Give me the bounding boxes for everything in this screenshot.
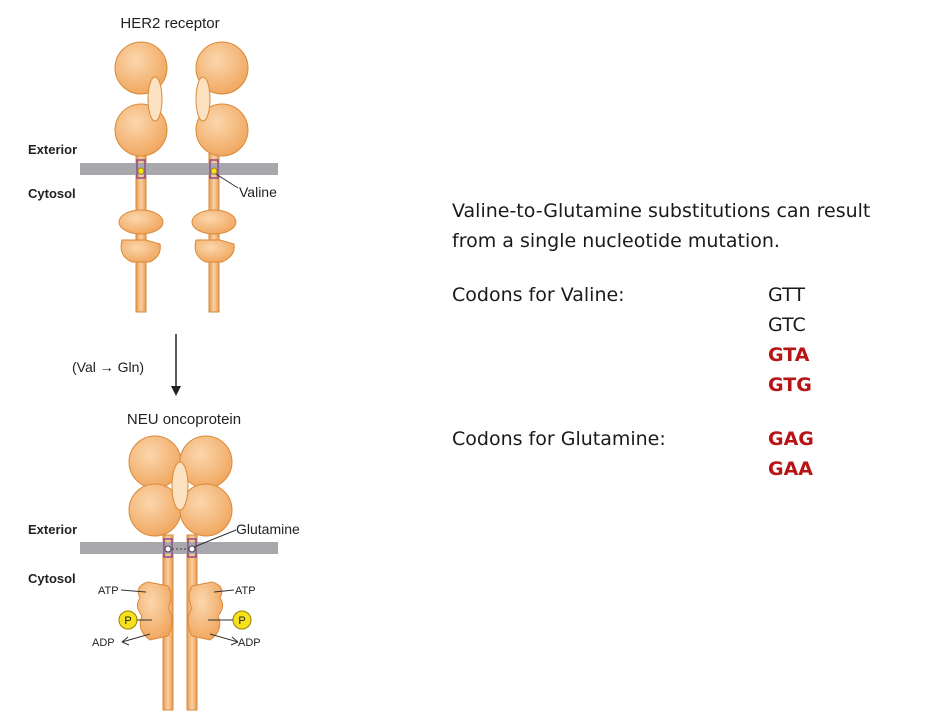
membrane-bottom — [80, 542, 278, 554]
explanation-panel: Valine-to-Glutamine substitutions can re… — [452, 196, 932, 484]
glutamine-residue-left — [164, 545, 172, 553]
tm-segment-left — [136, 159, 146, 179]
glutamine-codons-label: Codons for Glutamine: — [452, 428, 666, 450]
exterior-label-top: Exterior — [28, 142, 77, 157]
adp-label-left: ADP — [92, 637, 115, 649]
valine-codon-list: GTT GTC GTA GTG — [768, 280, 932, 400]
atp-pointer-right — [213, 589, 235, 593]
glutamine-codon-block: Codons for Glutamine: GAG GAA — [452, 424, 932, 484]
glutamine-codon-list: GAG GAA — [768, 424, 932, 484]
valine-label: Valine — [239, 184, 277, 200]
adp-label-right: ADP — [238, 637, 261, 649]
cytosol-label-bottom: Cytosol — [28, 571, 76, 586]
phosphate-label-right: P — [238, 615, 245, 627]
glutamine-residue-right — [188, 545, 196, 553]
neu-tm-left — [163, 538, 173, 558]
valine-pointer — [215, 173, 239, 189]
glutamine-pointer — [193, 529, 237, 548]
her2-title: HER2 receptor — [120, 15, 219, 32]
phosphate-label-left: P — [124, 615, 131, 627]
her2-neu-diagram: HER2 receptor Exterior Cytosol Valine (V… — [28, 15, 300, 711]
atp-pointer-left — [120, 589, 147, 593]
mutation-label: (Val → Gln) — [72, 359, 144, 375]
mutation-arrowhead — [171, 386, 181, 396]
valine-codon: GTC — [768, 314, 806, 336]
valine-codon: GTG — [768, 374, 812, 396]
valine-residue-left — [137, 167, 145, 175]
membrane-top — [80, 163, 278, 175]
valine-codon-block: Codons for Valine: GTT GTC GTA GTG — [452, 280, 932, 400]
adp-arrow-right — [209, 633, 239, 646]
glutamine-label: Glutamine — [236, 521, 300, 537]
atp-label-left: ATP — [98, 585, 119, 597]
neu-tm-right — [187, 538, 197, 558]
her2-monomer-left — [114, 41, 168, 313]
intro-line-1: Valine-to-Glutamine substitutions can re… — [452, 200, 871, 222]
valine-codon: GTT — [768, 284, 805, 306]
glutamine-codon: GAA — [768, 458, 814, 480]
glutamine-codon: GAG — [768, 428, 814, 450]
tm-segment-right — [209, 159, 219, 179]
exterior-label-bottom: Exterior — [28, 522, 77, 537]
valine-codon: GTA — [768, 344, 810, 366]
her2-monomer-right — [191, 41, 249, 313]
valine-residue-right — [210, 167, 218, 175]
intro-text: Valine-to-Glutamine substitutions can re… — [452, 196, 932, 256]
intro-line-2: from a single nucleotide mutation. — [452, 230, 780, 252]
atp-label-right: ATP — [235, 585, 256, 597]
valine-codons-label: Codons for Valine: — [452, 284, 625, 306]
neu-dimer — [128, 435, 233, 711]
cytosol-label-top: Cytosol — [28, 186, 76, 201]
neu-title: NEU oncoprotein — [127, 411, 241, 428]
adp-arrow-left — [121, 633, 151, 646]
